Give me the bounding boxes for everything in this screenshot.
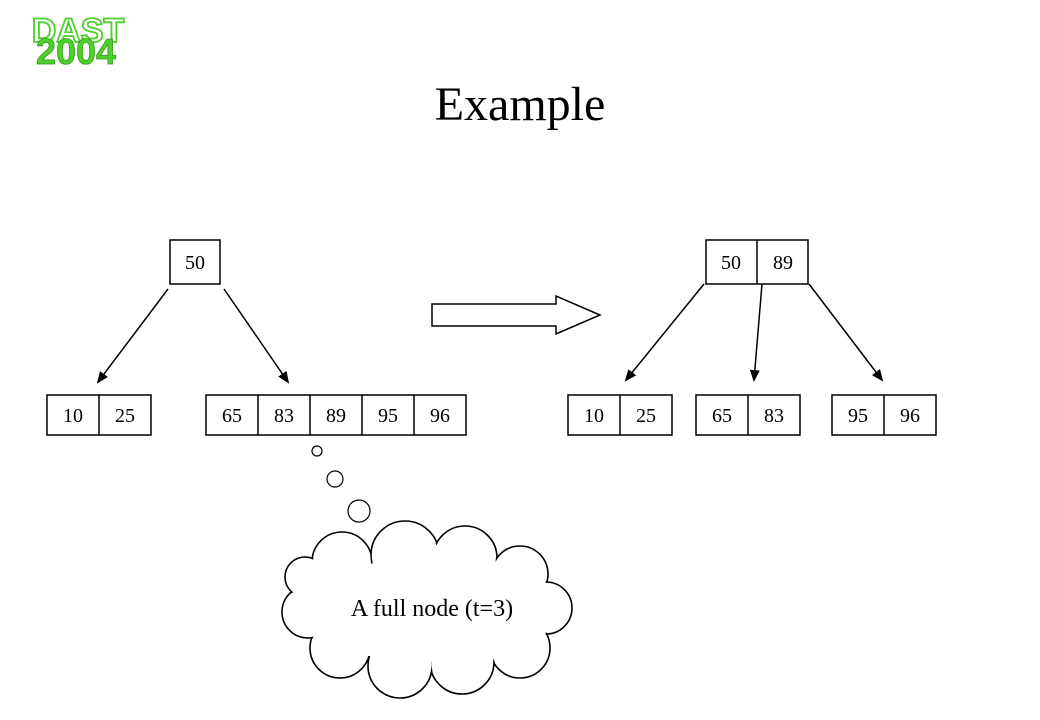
edge	[624, 283, 705, 382]
after-right-child-node: 95 96	[831, 394, 937, 436]
callout-text: A full node (t=3)	[351, 596, 513, 622]
key-cell: 96	[900, 405, 920, 427]
key-cell: 10	[584, 405, 604, 427]
key-cell: 10	[63, 405, 83, 427]
edge	[223, 288, 290, 384]
after-tree: 50 89 10 25 65 83 95 96	[567, 239, 937, 436]
edge	[96, 288, 169, 384]
after-left-child-node: 10 25	[567, 394, 673, 436]
key-cell: 95	[848, 405, 868, 427]
before-left-child-node: 10 25	[46, 394, 152, 436]
key-cell: 83	[764, 405, 784, 427]
before-tree: 50 10 25 65 83 89 95 96	[46, 239, 467, 436]
key-cell: 50	[185, 252, 205, 274]
key-cell: 50	[721, 252, 741, 274]
logo-bottom-text: 2004	[36, 31, 116, 72]
key-cell: 83	[274, 405, 294, 427]
transition-arrow	[431, 294, 602, 336]
key-cell: 65	[712, 405, 732, 427]
key-cell: 25	[636, 405, 656, 427]
before-right-child-node: 65 83 89 95 96	[205, 394, 467, 436]
after-root-node: 50 89	[705, 239, 809, 285]
dast-2004-logo: DAST 2004	[31, 11, 126, 72]
key-cell: 89	[773, 252, 793, 274]
bubble-trail-medium	[326, 470, 344, 488]
key-cell: 25	[115, 405, 135, 427]
bubble-trail-large	[347, 499, 371, 523]
bubble-trail-small	[311, 445, 323, 457]
thought-bubble: A full node (t=3)	[281, 445, 573, 699]
key-cell: 96	[430, 405, 450, 427]
edge	[808, 283, 884, 382]
after-middle-child-node: 65 83	[695, 394, 801, 436]
edge	[749, 283, 763, 382]
logo-top-text: DAST	[32, 12, 125, 50]
before-root-node: 50	[169, 239, 221, 285]
key-cell: 65	[222, 405, 242, 427]
cloud-shape	[281, 520, 573, 699]
key-cell: 89	[326, 405, 346, 427]
page-title: Example	[435, 78, 606, 131]
key-cell: 95	[378, 405, 398, 427]
